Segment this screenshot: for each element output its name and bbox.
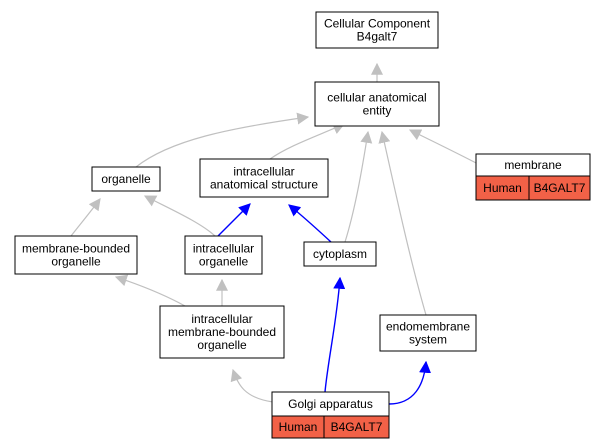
node-intracellular-anatomical-structure-label-line: anatomical structure — [210, 178, 318, 192]
edge-cyto-to-ias-part-of — [288, 204, 332, 243]
node-cellular-anatomical-entity-box — [314, 81, 440, 127]
gene-tag: B4GALT7 — [534, 181, 586, 195]
node-cytoplasm-box — [303, 241, 377, 267]
node-cellular-anatomical-entity-label-line: cellular anatomical — [327, 91, 426, 105]
edge-membrane-to-cae-is-a — [408, 129, 479, 165]
node-organelle-box — [91, 166, 161, 192]
node-membrane-tag-row — [475, 175, 591, 201]
node-cellular-component-label-line: Cellular Component — [324, 17, 431, 31]
node-organelle[interactable]: organelle — [91, 166, 161, 192]
node-golgi-apparatus-tag-row — [271, 415, 390, 439]
node-intracellular-membrane-bounded-organelle-label-line: membrane-bounded — [168, 325, 276, 339]
node-membrane-label-line: membrane — [504, 158, 562, 172]
node-intracellular-organelle-label-line: intracellular — [193, 242, 254, 256]
node-intracellular-membrane-bounded-organelle-label-line: organelle — [197, 338, 247, 352]
node-intracellular-membrane-bounded-organelle-box — [159, 305, 285, 359]
species-tag: Human — [279, 420, 318, 434]
node-endomembrane-system-label-line: endomembrane — [386, 320, 470, 334]
edge-io-to-ias-part-of — [217, 203, 251, 237]
node-endomembrane-system-label-line: system — [409, 333, 447, 347]
node-intracellular-anatomical-structure-label-line: intracellular — [233, 165, 294, 179]
edge-mbo-to-organelle-is-a — [70, 198, 101, 237]
edge-imbo-to-mbo-is-a — [114, 274, 186, 307]
node-endomembrane-system-box — [379, 314, 477, 352]
edge-organelle-to-cae-is-a — [135, 112, 310, 168]
node-intracellular-membrane-bounded-organelle-label-line: intracellular — [191, 312, 252, 326]
node-intracellular-organelle-label-line: organelle — [199, 255, 249, 269]
edge-endo-to-cae-is-a — [378, 130, 427, 316]
edge-golgi-to-cyto-part-of — [324, 276, 346, 393]
node-intracellular-anatomical-structure-box — [199, 158, 329, 198]
node-golgi-apparatus-box — [271, 391, 390, 417]
edge-golgi-to-imbo-is-a — [230, 368, 274, 403]
node-intracellular-organelle-box — [184, 235, 263, 275]
node-cellular-component-box — [315, 11, 439, 49]
node-cellular-component-label-line: B4galt7 — [357, 30, 398, 44]
node-cellular-anatomical-entity-label-line: entity — [363, 104, 392, 118]
node-cytoplasm[interactable]: cytoplasm — [303, 241, 377, 267]
species-tag: Human — [483, 181, 522, 195]
node-cytoplasm-label-line: cytoplasm — [313, 247, 367, 261]
edge-golgi-to-endo-part-of — [388, 360, 432, 405]
edge-cyto-to-cae-is-a — [344, 130, 373, 243]
node-membrane-bounded-organelle-box — [14, 235, 138, 275]
edges-layer — [70, 62, 479, 405]
node-membrane-bounded-organelle-label-line: membrane-bounded — [22, 242, 130, 256]
edge-io-to-organelle-is-a — [143, 195, 216, 237]
node-membrane-bounded-organelle-label-line: organelle — [51, 255, 101, 269]
edge-ias-to-cae-is-a — [269, 123, 346, 160]
gene-tag: B4GALT7 — [331, 420, 383, 434]
node-golgi-apparatus-label-line: Golgi apparatus — [288, 397, 373, 411]
node-organelle-label-line: organelle — [101, 172, 151, 186]
